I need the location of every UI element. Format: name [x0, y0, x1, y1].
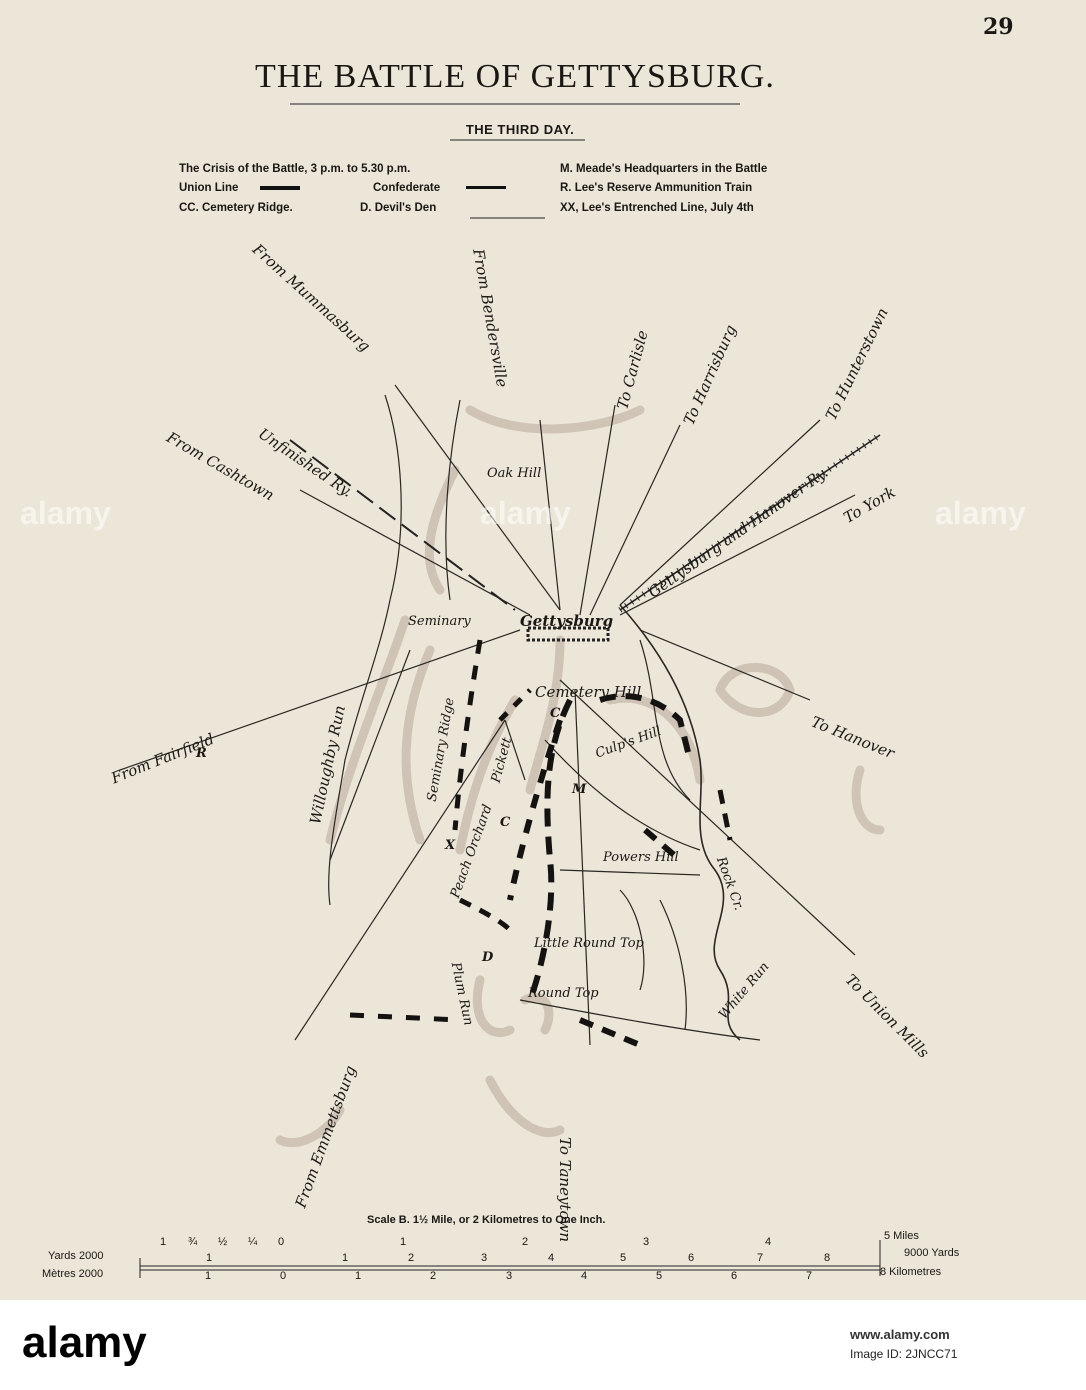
scale-tick-label: 1	[160, 1236, 167, 1248]
battle-map-drawing	[119, 103, 885, 1278]
label-seminary: Seminary	[408, 614, 471, 629]
scale-miles-end: 5 Miles	[884, 1230, 919, 1242]
ghost-watermark-center: alamy	[480, 495, 571, 531]
legend-meade-hq: M. Meade's Headquarters in the Battle	[560, 163, 768, 175]
scale-tick-label: 1	[355, 1270, 362, 1282]
confederate-symbol	[466, 186, 506, 189]
scale-tick-label: 1	[342, 1252, 349, 1264]
scale-tick-label: 4	[581, 1270, 588, 1282]
scale-tick-label: 6	[688, 1252, 695, 1264]
watermark-image-id: Image ID: 2JNCC71	[850, 1347, 958, 1361]
union-line-symbol	[260, 186, 300, 190]
hill-shading	[275, 405, 885, 1148]
label-gettysburg: Gettysburg	[520, 612, 614, 630]
legend-union-line: Union Line	[179, 182, 239, 194]
rock-creek	[619, 604, 741, 1041]
scale-tick-label: 7	[757, 1252, 764, 1264]
scale-km-end: 8 Kilometres	[880, 1266, 942, 1278]
scale-tick-label: 2	[430, 1270, 437, 1282]
label-c-marker-1: C	[550, 706, 561, 721]
scale-yards-end: 9000 Yards	[904, 1247, 960, 1259]
scale-tick-label: 7	[806, 1270, 813, 1282]
scale-tick-label: 0	[280, 1270, 287, 1282]
scale-tick-label: 1	[400, 1236, 407, 1248]
legend-devils-den: D. Devil's Den	[360, 202, 437, 214]
scale-tick-label: 1	[205, 1270, 212, 1282]
map-subtitle: THE THIRD DAY.	[465, 122, 575, 137]
label-to-taneytown: To Taneytown	[556, 1137, 574, 1242]
legend-confederate: Confederate	[373, 182, 441, 194]
watermark-logo: alamy	[22, 1318, 147, 1367]
label-d-marker: D	[482, 950, 494, 965]
label-powers-hill: Powers Hill	[603, 850, 679, 865]
legend-cemetery-ridge: CC. Cemetery Ridge.	[179, 202, 293, 214]
roads	[119, 384, 856, 1046]
scale-tick-label: 5	[620, 1252, 627, 1264]
label-m-marker: M	[572, 782, 587, 797]
scale-tick-label: ¼	[248, 1236, 258, 1248]
map-page	[0, 0, 1086, 1300]
page-number: 29	[983, 14, 1014, 40]
unfinished-railway	[289, 439, 516, 611]
scale-tick-label: 2	[408, 1252, 415, 1264]
legend-entrenched-line: XX, Lee's Entrenched Line, July 4th	[560, 202, 754, 214]
scale-tick-label: 4	[765, 1236, 772, 1248]
ghost-watermark-left: alamy	[20, 495, 111, 531]
scale-tick-label: 2	[522, 1236, 529, 1248]
gettysburg-hanover-railway	[619, 434, 881, 611]
scale-bar	[139, 1240, 881, 1278]
legend-crisis: The Crisis of the Battle, 3 p.m. to 5.30…	[179, 163, 411, 175]
gettysburg-town-block	[526, 626, 610, 642]
label-r-marker: R	[196, 746, 207, 761]
label-round-top: Round Top	[528, 986, 599, 1001]
scale-tick-label: 3	[506, 1270, 513, 1282]
label-x-marker: X	[445, 838, 456, 853]
legend-reserve-train: R. Lee's Reserve Ammunition Train	[560, 182, 753, 194]
label-cemetery-hill: Cemetery Hill	[535, 683, 642, 701]
scale-tick-label: 8	[824, 1252, 831, 1264]
scale-tick-label: 6	[731, 1270, 738, 1282]
scale-yards-label: Yards 2000	[48, 1250, 104, 1262]
scale-tick-label: ¾	[188, 1236, 198, 1248]
scale-tick-label: 5	[656, 1270, 663, 1282]
label-oak-hill: Oak Hill	[487, 466, 542, 481]
watermark-strip	[0, 1300, 1086, 1390]
scale-tick-label: 3	[643, 1236, 650, 1248]
ghost-watermark-right: alamy	[935, 495, 1026, 531]
scale-tick-label: 1	[206, 1252, 213, 1264]
scale-tick-label: 3	[481, 1252, 488, 1264]
map-title: THE BATTLE OF GETTYSBURG.	[255, 58, 775, 95]
label-little-round-top: Little Round Top	[534, 936, 644, 951]
label-c-marker-2: C	[500, 815, 511, 830]
watermark-url: www.alamy.com	[850, 1327, 950, 1342]
confederate-line	[349, 639, 733, 1023]
scale-title: Scale B. 1½ Mile, or 2 Kilometres to One…	[367, 1214, 606, 1226]
scale-tick-label: ½	[218, 1236, 228, 1248]
scale-tick-label: 4	[548, 1252, 555, 1264]
scale-tick-label: 0	[278, 1236, 285, 1248]
union-line	[507, 693, 693, 1048]
scale-metres-label: Mètres 2000	[42, 1268, 104, 1280]
